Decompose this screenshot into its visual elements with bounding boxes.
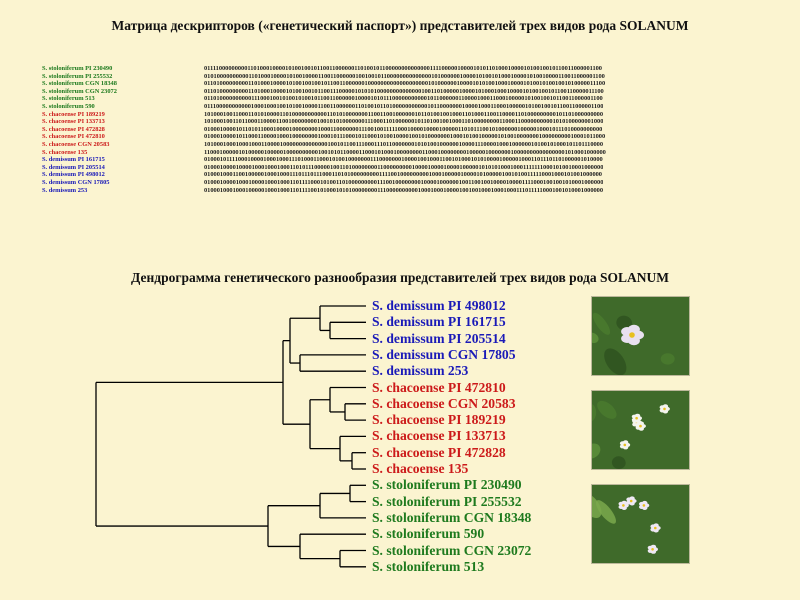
stoloniferum-plant-photo [591, 484, 690, 564]
matrix-row-label: S. chacoense PI 189219 [42, 110, 105, 118]
matrix-row-label: S. chacoense PI 133713 [42, 118, 105, 126]
matrix-row-label: S. chacoense CGN 20583 [42, 140, 110, 148]
dendrogram-title: Дендрограмма генетического разнообразия … [131, 270, 669, 285]
chacoense-plant-photo [591, 390, 690, 470]
dendrogram-leaf: S. demissum CGN 17805 [372, 346, 516, 362]
matrix-row: S. stoloniferum 590 011100000000000100010… [42, 103, 772, 111]
dendrogram-leaf: S. stoloniferum PI 230490 [372, 477, 522, 493]
matrix-row: S. chacoense PI 133713 101000100110110001… [42, 118, 772, 126]
matrix-row-code: 0100010000101100011000010001000000001000… [204, 133, 606, 141]
dendrogram-leaf: S. chacoense PI 133713 [372, 428, 506, 444]
matrix-row-code: 1100010000010100000100000100000000001001… [204, 148, 606, 156]
dendrogram-leaf: S. stoloniferum PI 255532 [372, 493, 522, 509]
matrix-row-code: 0100010000100001000100010001101011100000… [204, 163, 604, 171]
matrix-row-code: 0100010001100100000100010001110111011100… [204, 171, 602, 179]
matrix-row-code: 0100010001000100000100010001101111001010… [204, 186, 604, 194]
dendrogram-leaf: S. stoloniferum 513 [372, 558, 485, 574]
dendrogram-leaf: S. demissum PI 205514 [372, 330, 506, 346]
matrix-row-label: S. stoloniferum 590 [42, 102, 95, 110]
matrix-row-label: S. demissum PI 205514 [42, 163, 105, 171]
matrix-row-code: 0111000000000001000100010010100100001100… [204, 102, 604, 110]
matrix-row-label: S. stoloniferum CGN 23072 [42, 87, 117, 95]
dendrogram-leaf: S. stoloniferum CGN 18348 [372, 509, 532, 525]
dendrogram-leaf: S. stoloniferum 590 [372, 526, 485, 542]
dendrogram-leaf: S. chacoense CGN 20583 [372, 395, 516, 411]
dendrogram-leaf: S. chacoense PI 189219 [372, 412, 506, 428]
matrix-row-label: S. stoloniferum 513 [42, 95, 95, 103]
dendrogram-leaf: S. chacoense PI 472828 [372, 444, 506, 460]
dendrogram-leaf: S. chacoense 135 [372, 461, 469, 476]
matrix-row-label: S. chacoense PI 472828 [42, 125, 105, 133]
matrix-row-code: 1010001000100010001100001000000000000001… [204, 140, 604, 148]
matrix-row-label: S. stoloniferum PI 230490 [42, 65, 113, 72]
matrix-row: S. chacoense CGN 20583 101000100010001000… [42, 141, 772, 149]
matrix-row: S. demissum PI 498012 0100010001100100000… [42, 171, 772, 179]
matrix-row-label: S. demissum 253 [42, 186, 88, 194]
descriptor-matrix: S. stoloniferum PI 230490 011110000000001… [42, 65, 772, 194]
dendrogram-leaf: S. chacoense PI 472810 [372, 379, 506, 395]
matrix-row-code: 1010001001100011010100001101000000000001… [204, 110, 604, 118]
dendrogram-leaf: S. demissum PI 161715 [372, 314, 506, 330]
matrix-row-label: S. stoloniferum PI 255532 [42, 72, 113, 80]
matrix-row-label: S. demissum CGN 17805 [42, 178, 110, 186]
matrix-row-code: 1010001001101100011000011001000000001001… [204, 118, 604, 126]
matrix-row: S. chacoense PI 472828 010001000010110101… [42, 126, 772, 134]
matrix-row-code: 0110100000000011010001000010100100101100… [204, 87, 604, 95]
matrix-row: S. stoloniferum CGN 23072 011010000000001… [42, 88, 772, 96]
matrix-row-label: S. demissum PI 498012 [42, 171, 105, 179]
dendrogram-leaf: S. stoloniferum CGN 23072 [372, 542, 532, 558]
matrix-row: S. stoloniferum CGN 18348 011010000000001… [42, 80, 772, 88]
matrix-row: S. stoloniferum 513 011010000000000111000… [42, 95, 772, 103]
matrix-row: S. demissum 253 0100010001000100000100010… [42, 187, 772, 195]
dendrogram-leaf: S. demissum PI 498012 [372, 298, 506, 313]
matrix-row: S. demissum PI 205514 0100010000100001000… [42, 164, 772, 172]
matrix-row: S. chacoense PI 472810 010001000010110001… [42, 133, 772, 141]
matrix-row-label: S. stoloniferum CGN 18348 [42, 80, 117, 88]
matrix-row-code: 0110100000000001110001001010010100101100… [204, 95, 603, 103]
matrix-row-code: 0101000000000011010001000010100100001100… [204, 72, 605, 80]
matrix-row-label: S. chacoense PI 472810 [42, 133, 105, 141]
matrix-row-code: 0110100000000011010001000010100100100101… [204, 80, 606, 88]
matrix-row: S. demissum PI 161715 0100010111100010000… [42, 156, 772, 164]
matrix-row: S. chacoense 135 110001000001010000010000… [42, 149, 772, 157]
demissum-plant-photo [591, 296, 690, 376]
matrix-row-label: S. chacoense 135 [42, 148, 88, 156]
dendrogram-leaf: S. demissum 253 [372, 363, 469, 379]
matrix-row: S. stoloniferum PI 255532 010100000000001… [42, 73, 772, 81]
matrix-row: S. stoloniferum PI 230490 011110000000001… [42, 65, 772, 73]
matrix-row-code: 0100010111100010000100010001110100011000… [204, 156, 603, 164]
matrix-row-code: 0100010000101101011000100001000000001000… [204, 125, 603, 133]
matrix-row: S. demissum CGN 17805 0100010000100010000… [42, 179, 772, 187]
matrix-row-code: 0111100000000011010001000010100100101100… [204, 65, 602, 72]
matrix-row-code: 0100010000100010000100010001101111000101… [204, 178, 604, 186]
matrix-title: Матрица дескрипторов («генетический пасп… [111, 18, 689, 33]
matrix-row-label: S. demissum PI 161715 [42, 156, 105, 164]
matrix-row: S. chacoense PI 189219 101000100110001101… [42, 111, 772, 119]
